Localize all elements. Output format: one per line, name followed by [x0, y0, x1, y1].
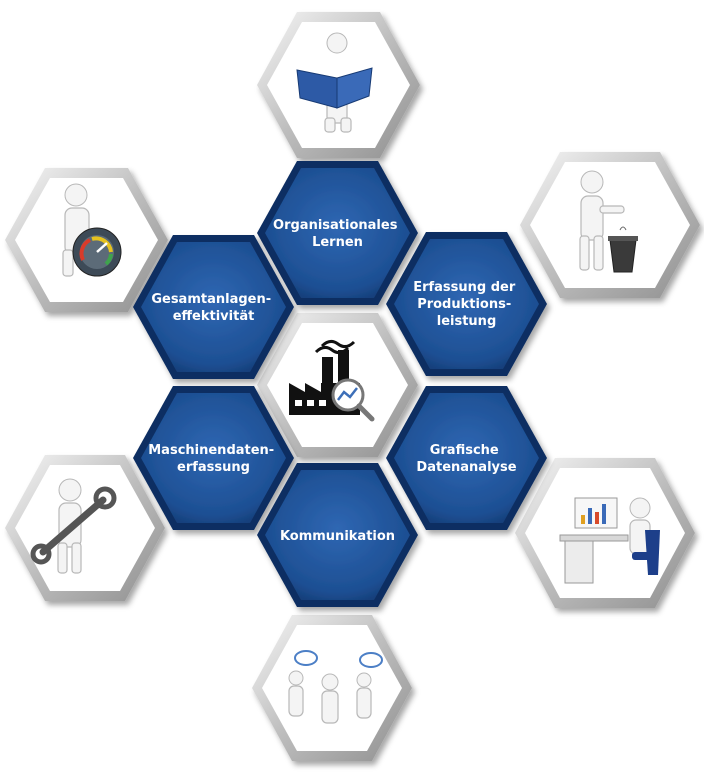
person-disposing-waste-icon [579, 170, 638, 273]
hex-label-line: erfassung [177, 460, 250, 475]
hex-label-line: Erfassung der [413, 280, 516, 295]
hex-label-line: leistung [437, 314, 497, 329]
hex-production-performance: Erfassung der Produktions- leistung [386, 232, 547, 376]
hex-label-machine: Maschinendaten- erfassung [148, 443, 278, 475]
outer-hex-wrench [5, 455, 165, 601]
hex-label-oee: Gesamtanlagen- effektivität [151, 292, 275, 324]
person-reading-book-icon [296, 32, 373, 133]
hex-graphical-data-analysis: Grafische Datenanalyse [386, 386, 547, 530]
outer-hex-waste [520, 152, 700, 298]
person-with-wrench-icon [30, 478, 117, 574]
hex-label-line: Datenanalyse [416, 460, 516, 475]
person-with-gauge-icon [62, 183, 122, 277]
hex-label-line: Organisationales [273, 218, 398, 233]
hex-label-line: Produktions- [417, 297, 511, 312]
hex-label-line: Lernen [312, 235, 363, 250]
hex-machine-data-acquisition: Maschinendaten- erfassung [133, 386, 294, 530]
hex-label-line: Grafische [430, 443, 499, 458]
hex-label-analysis: Grafische Datenanalyse [416, 443, 516, 475]
hex-label-communication: Kommunikation [280, 529, 395, 544]
hex-communication: Kommunikation [257, 463, 418, 607]
hex-label-production: Erfassung der Produktions- leistung [413, 280, 520, 329]
person-at-computer-icon [559, 497, 660, 584]
factory-analytics-icon [289, 339, 375, 422]
hex-overall-equipment-effectiveness: Gesamtanlagen- effektivität [133, 235, 294, 379]
hex-organisational-learning: Organisationales Lernen [257, 161, 418, 305]
hex-label-line: Maschinendaten- [148, 443, 274, 458]
hex-label-line: Gesamtanlagen- [151, 292, 271, 307]
people-talking-icon [288, 650, 383, 724]
hex-label-line: Kommunikation [280, 529, 395, 544]
hex-label-organisational: Organisationales Lernen [273, 218, 402, 250]
outer-hex-computer [515, 458, 695, 608]
hex-label-line: effektivität [173, 309, 255, 324]
